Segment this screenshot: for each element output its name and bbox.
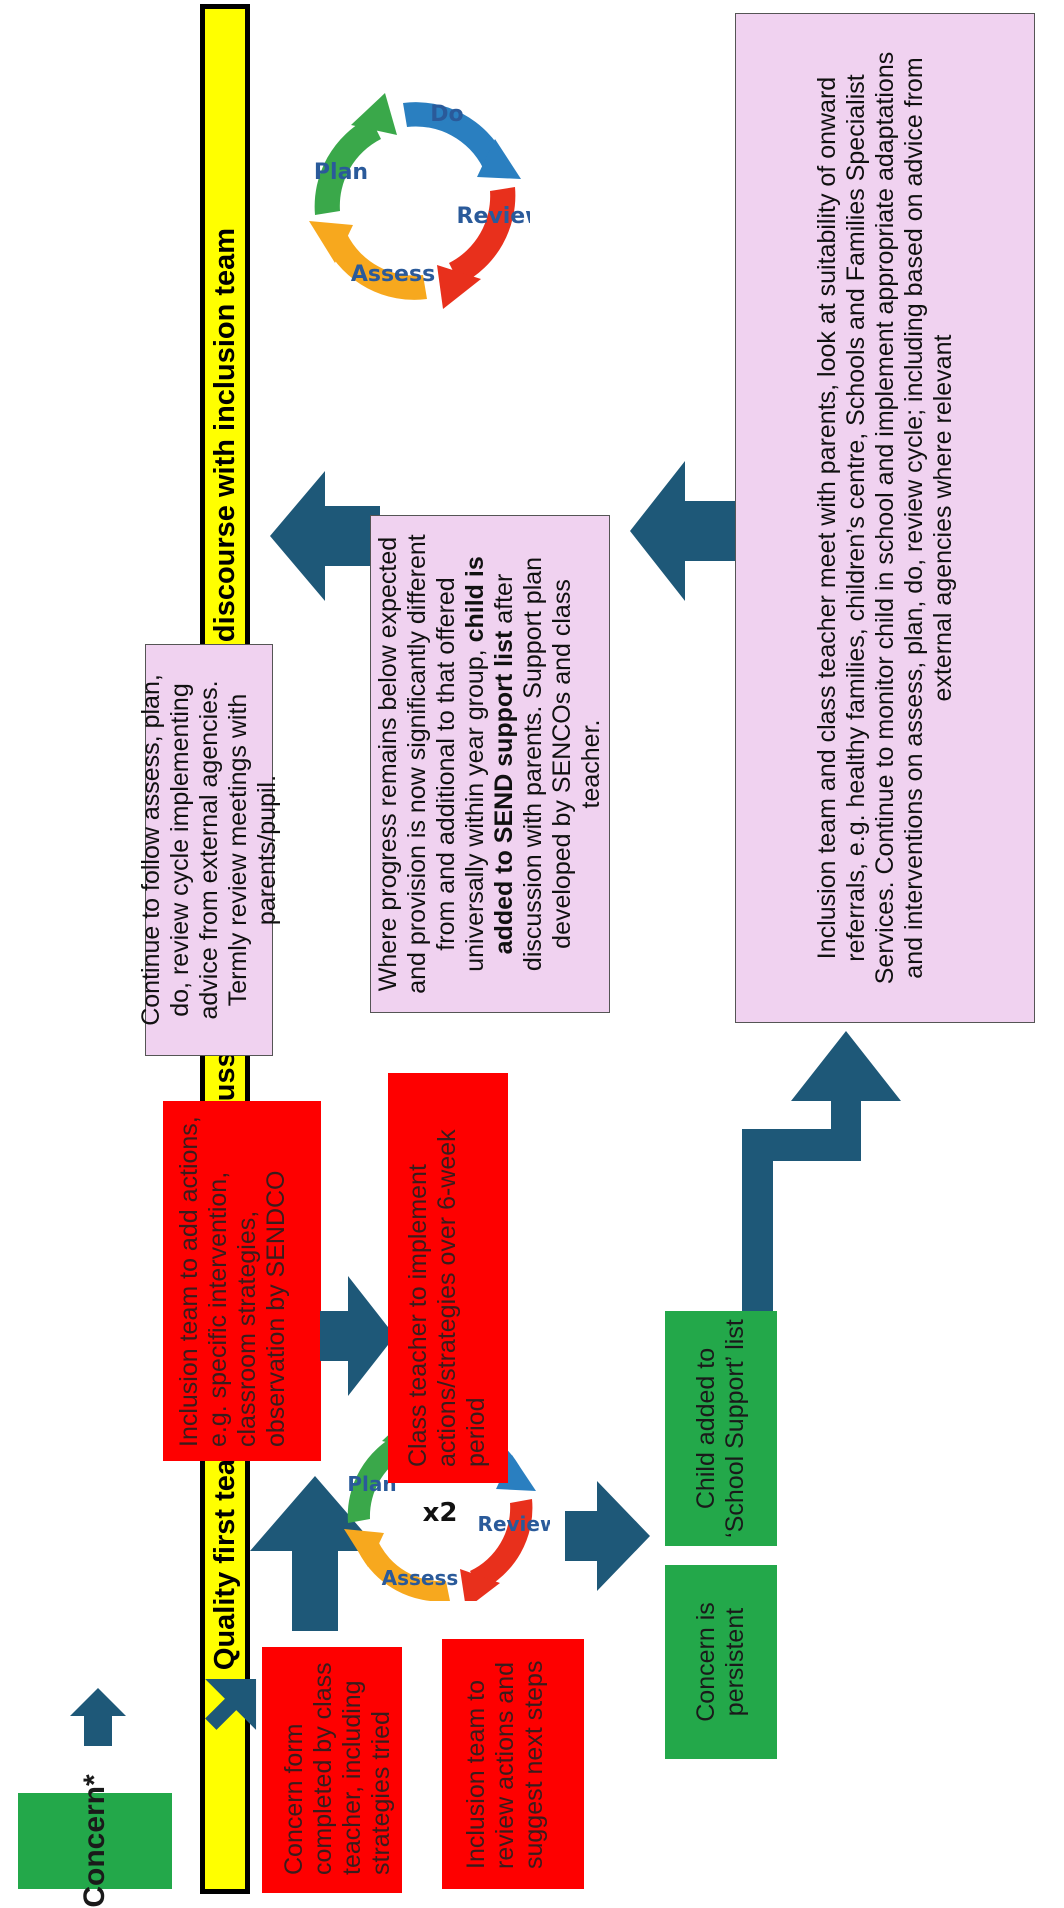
arrow-banner-to-concern-form (205, 1678, 257, 1730)
send-support-box: Where progress remains below expected an… (370, 515, 610, 1013)
concern-persistent-box: Concern is persistent (665, 1565, 777, 1759)
continue-cycle-text: Continue to follow assess, plan, do, rev… (136, 674, 281, 1026)
inclusion-review-box: Inclusion team to review actions and sug… (442, 1639, 584, 1889)
arrow-elbow-to-inclusion-meeting (742, 1031, 901, 1311)
cycle-x2-assess-label: Assess (382, 1566, 459, 1590)
arrow-to-inclusion-actions (250, 1476, 380, 1631)
arrow-to-continue-cycle (270, 471, 380, 601)
cycle-x2-multiplier: x2 (423, 1498, 458, 1528)
cycle-x2-review-label: Review (478, 1512, 550, 1536)
cycle-plan-label: Plan (314, 160, 368, 185)
concern-persistent-text: Concern is persistent (692, 1602, 749, 1722)
arrow-concern-to-banner (70, 1688, 126, 1746)
class-teacher-box: Class teacher to implement actions/strat… (388, 1073, 508, 1483)
cycle-do-label: Do (430, 102, 463, 127)
arrow-to-concern-persistent (565, 1481, 650, 1591)
inclusion-review-text: Inclusion team to review actions and sug… (462, 1660, 548, 1869)
inclusion-meeting-box: Inclusion team and class teacher meet wi… (735, 13, 1035, 1023)
concern-form-text: Concern form completed by class teacher,… (280, 1662, 395, 1875)
arrow-to-class-teacher (320, 1276, 395, 1396)
inclusion-actions-text: Inclusion team to add actions, e.g. spec… (175, 1116, 290, 1447)
concern-box: Concern* (18, 1774, 172, 1908)
concern-form-box: Concern form completed by class teacher,… (262, 1647, 402, 1893)
arrow-to-send-support (630, 461, 740, 601)
continue-cycle-box: Continue to follow assess, plan, do, rev… (137, 644, 281, 1056)
cycle-review-label: Review (457, 204, 531, 229)
cycle-assess-label: Assess (351, 262, 435, 287)
class-teacher-text: Class teacher to implement actions/strat… (404, 1129, 490, 1467)
inclusion-meeting-text: Inclusion team and class teacher meet wi… (812, 51, 957, 985)
concern-label: Concern* (78, 1774, 111, 1908)
school-support-text: Child added to ‘School Support’ list (692, 1319, 749, 1538)
cycle-diagram: Plan Do Review Assess (309, 93, 531, 309)
send-support-text: Where progress remains below expected an… (374, 534, 606, 994)
school-support-box: Child added to ‘School Support’ list (665, 1311, 777, 1546)
inclusion-actions-box: Inclusion team to add actions, e.g. spec… (163, 1101, 321, 1461)
